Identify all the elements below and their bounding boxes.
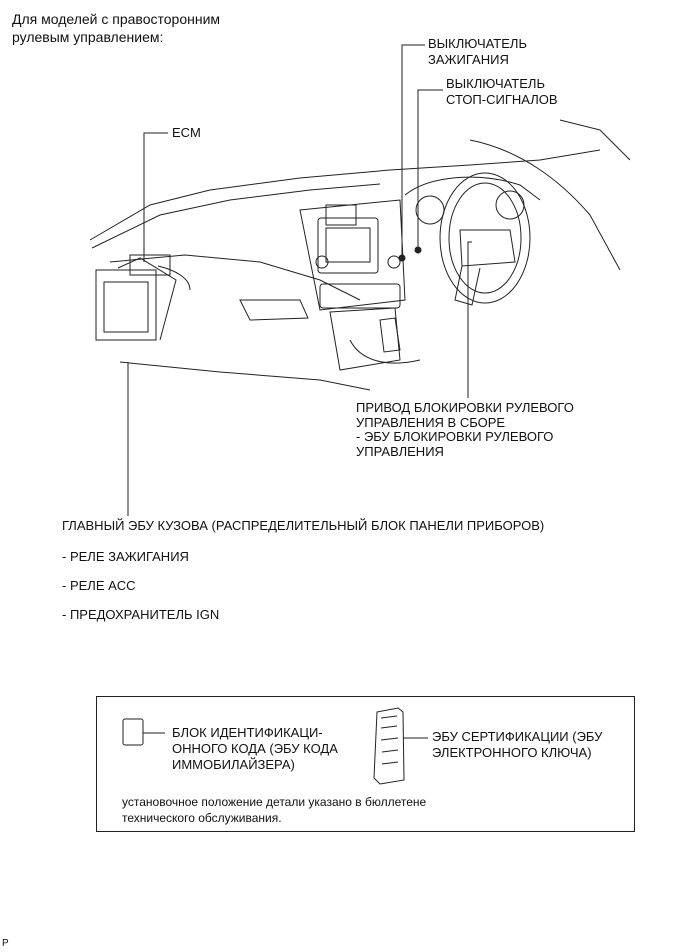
legend-cert-ecu-1: ЭБУ СЕРТИФИКАЦИИ (ЭБУ [432,729,603,744]
legend-cert-ecu-2: ЭЛЕКТРОННОГО КЛЮЧА) [432,745,592,760]
console-lower [329,307,401,371]
leader-stoplight [417,89,443,250]
cluster-hood [404,176,541,201]
leader-ecm [143,132,168,262]
left-dash-face [109,254,361,301]
label-steering-lock-3: - ЭБУ БЛОКИРОВКИ РУЛЕВОГО [356,429,554,444]
glovebox [239,299,309,321]
windshield-outline [89,149,601,241]
center-stack [299,199,406,311]
steering-wheel-outer [439,172,531,304]
label-ignition-switch-2: ЗАЖИГАНИЯ [428,52,509,67]
header-line-1: Для моделей с правосторонним [12,11,221,27]
steering-hub [459,229,516,267]
center-screen-inner [325,227,371,263]
climate-panel [319,283,401,309]
leader-steering-lock [467,241,472,398]
legend-id-code-2: ОННОГО КОДА (ЭБУ КОДА [172,741,338,756]
label-steering-lock-4: УПРАВЛЕНИЯ [356,444,444,459]
a-pillar [469,139,621,271]
header-line-2: рулевым управлением: [12,29,164,45]
label-ignition-switch-1: ВЫКЛЮЧАТЕЛЬ [428,36,527,51]
knob-left [315,255,329,269]
certification-ecu-icon [373,707,405,785]
junction-block-inner [103,281,149,333]
legend-id-code-3: ИММОБИЛАЙЗЕРА) [172,757,295,772]
gauge-left [415,195,445,225]
legend-id-code-1: БЛОК ИДЕНТИФИКАЦИ- [172,725,323,740]
gauge-right [495,190,525,220]
shifter [379,317,401,353]
id-code-box-icon [122,718,144,746]
knob-right [387,255,401,269]
ecm-box [129,254,171,276]
steering-column [454,265,481,306]
dash-lower-edge [119,361,371,391]
legend-note-1: установочное положение детали указано в … [122,795,427,809]
center-screen [317,217,379,274]
label-stoplight-switch-2: СТОП-СИГНАЛОВ [446,92,558,107]
junction-block-wiring [117,257,177,341]
label-ecm: ECM [172,125,201,140]
door-line [559,119,631,161]
label-main-body-ecu: ГЛАВНЫЙ ЭБУ КУЗОВА (РАСПРЕДЕЛИТЕЛЬНЫЙ БЛ… [62,518,545,533]
top-display [325,204,357,226]
legend-box [96,696,635,832]
label-ignition-relay: - РЕЛЕ ЗАЖИГАНИЯ [62,549,189,564]
label-stoplight-switch-1: ВЫКЛЮЧАТЕЛЬ [446,76,545,91]
label-steering-lock-1: ПРИВОД БЛОКИРОВКИ РУЛЕВОГО [356,400,574,415]
junction-block [95,269,157,341]
ecm-harness [157,265,191,291]
corner-mark: P [2,938,9,949]
label-ign-fuse: - ПРЕДОХРАНИТЕЛЬ IGN [62,607,220,622]
console-tunnel [349,339,421,364]
label-acc-relay: - РЕЛЕ ACC [62,578,136,593]
legend-note-2: технического обслуживания. [122,811,282,825]
label-steering-lock-2: УПРАВЛЕНИЯ В СБОРЕ [356,415,506,430]
dash-top-edge [91,183,381,249]
leader-ignition [401,44,425,258]
steering-wheel-inner [448,182,522,294]
